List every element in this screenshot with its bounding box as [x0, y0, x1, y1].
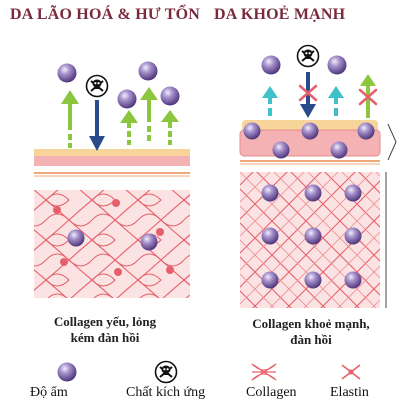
- skull-crossbones-icon: [85, 74, 109, 98]
- retained-moisture-arrow: [262, 86, 278, 116]
- right-panel-title: DA KHOẺ MẠNH: [214, 6, 346, 23]
- skull-crossbones-icon: [154, 360, 178, 384]
- left-caption: Collagen yếu, lỏng kém đàn hồi: [20, 314, 190, 346]
- moisture-ball-icon: [138, 61, 158, 81]
- moisture-loss-arrow: [61, 90, 79, 148]
- blocked-x-icon: [298, 84, 318, 102]
- legend: [57, 360, 361, 384]
- left-panel-title: DA LÃO HOÁ & HƯ TỔN: [10, 6, 201, 23]
- moisture-ball-icon: [160, 86, 180, 106]
- epidermis-layer: [34, 156, 190, 166]
- left-caption-line2: kém đàn hồi: [70, 330, 140, 345]
- right-caption: Collagen khoẻ mạnh, đàn hồi: [236, 316, 386, 348]
- legend-label-elastin: Elastin: [330, 385, 369, 400]
- moisture-balls-dermis: [261, 184, 362, 289]
- moisture-ball-icon: [67, 229, 85, 247]
- legend-label-irritant: Chất kích ứng: [126, 385, 206, 400]
- skull-crossbones-icon: [296, 44, 320, 68]
- moisture-loss-arrow: [140, 87, 158, 141]
- moisture-ball-icon: [327, 55, 347, 75]
- moisture-ball-icon: [357, 122, 375, 140]
- irritant-entry-arrow: [89, 100, 105, 151]
- blocked-irritant-arrow: [300, 72, 316, 118]
- moisture-ball-icon: [301, 122, 319, 140]
- left-caption-line1: Collagen yếu, lỏng: [53, 314, 157, 329]
- elastin-nodes: [53, 199, 174, 276]
- blocked-x-icon: [358, 88, 378, 106]
- right-caption-line2: đàn hồi: [290, 332, 332, 347]
- retained-moisture-arrow: [328, 86, 344, 116]
- moisture-ball-icon: [117, 89, 137, 109]
- outer-skin-layer: [34, 149, 190, 156]
- right-caption-line1: Collagen khoẻ mạnh,: [252, 316, 370, 331]
- collagen-net-icon: [251, 363, 277, 381]
- moisture-ball-icon: [243, 122, 261, 140]
- moisture-ball-icon: [330, 141, 348, 159]
- elastin-cross-icon: [341, 364, 361, 380]
- right-panel: [239, 44, 397, 308]
- left-panel: [34, 61, 190, 298]
- moisture-ball-icon: [57, 63, 77, 83]
- moisture-ball-icon: [261, 55, 281, 75]
- moisture-ball-icon: [272, 141, 290, 159]
- moisture-loss-arrow: [161, 110, 179, 145]
- moisture-ball-icon: [57, 362, 77, 382]
- legend-label-collagen: Collagen: [246, 385, 297, 400]
- legend-label-moisture: Độ ẩm: [30, 385, 68, 400]
- moisture-ball-icon: [140, 233, 158, 251]
- moisture-loss-arrow: [120, 110, 138, 145]
